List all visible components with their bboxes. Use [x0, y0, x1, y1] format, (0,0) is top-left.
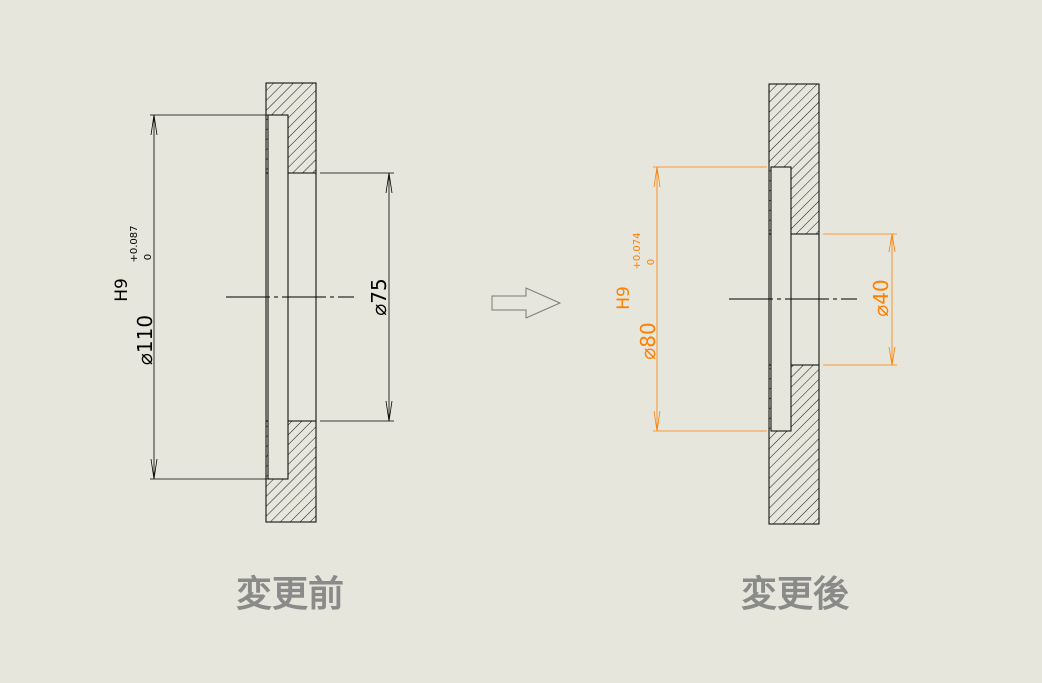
before-outer-dimension [150, 114, 268, 480]
before-outer-tolerance-upper: +0.087 [129, 225, 140, 262]
after-outer-dimension [653, 166, 767, 432]
svg-text:+0.074: +0.074 [632, 232, 643, 269]
after-outer-tolerance-upper: +0.074 [632, 232, 643, 269]
before-drawing: ⌀110 H9 +0.087 0 ⌀75 変更前 [112, 82, 394, 615]
after-inner-dimension-label: ⌀40 [869, 279, 893, 317]
diameter-symbol: ⌀ [636, 348, 660, 360]
after-outer-fit-label: H9 [614, 286, 634, 310]
svg-text:0: 0 [143, 254, 154, 260]
before-outer-value: 110 [133, 315, 157, 353]
before-outer-tolerance-lower: 0 [143, 254, 154, 260]
after-outer-tolerance-lower: 0 [646, 259, 657, 265]
svg-text:⌀40: ⌀40 [869, 279, 893, 317]
diameter-symbol: ⌀ [133, 353, 157, 365]
after-outer-value: 80 [636, 322, 660, 347]
svg-text:⌀110: ⌀110 [133, 315, 157, 365]
before-outer-fit-label: H9 [112, 278, 132, 302]
before-inner-value: 75 [367, 278, 391, 303]
svg-text:+0.087: +0.087 [129, 225, 140, 262]
diameter-symbol: ⌀ [869, 305, 893, 317]
right-arrow-outline-icon [491, 287, 562, 319]
svg-text:0: 0 [646, 259, 657, 265]
before-outer-dimension-label: ⌀110 [133, 315, 157, 365]
before-inner-dimension [320, 172, 394, 422]
svg-text:⌀80: ⌀80 [636, 322, 660, 360]
svg-text:H9: H9 [112, 278, 132, 302]
before-inner-dimension-label: ⌀75 [367, 278, 391, 316]
before-caption: 変更前 [236, 573, 344, 615]
svg-text:⌀75: ⌀75 [367, 278, 391, 316]
diameter-symbol: ⌀ [367, 304, 391, 316]
after-caption: 変更後 [741, 573, 850, 615]
after-drawing: ⌀80 H9 +0.074 0 ⌀40 変更後 [614, 83, 897, 615]
svg-text:H9: H9 [614, 286, 634, 310]
after-outer-dimension-label: ⌀80 [636, 322, 660, 360]
after-inner-dimension [823, 233, 897, 366]
after-inner-value: 40 [869, 279, 893, 304]
